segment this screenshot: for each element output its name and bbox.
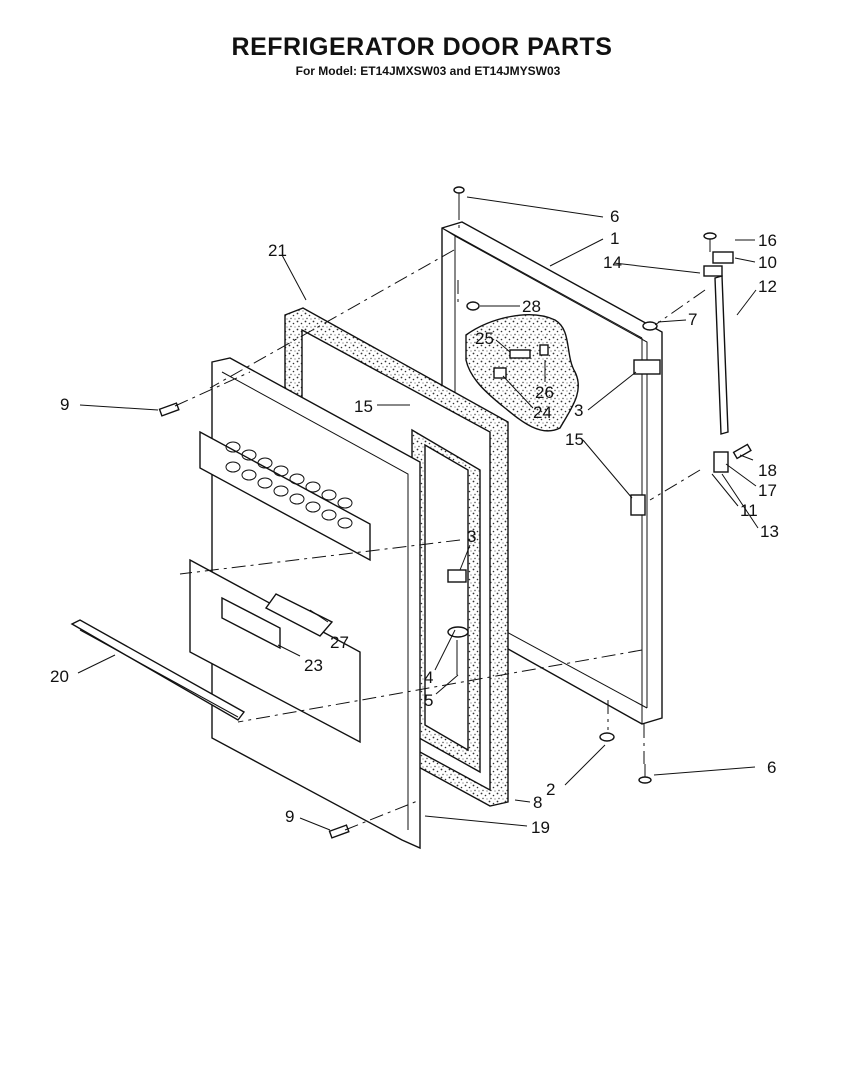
callout-4: 4: [424, 668, 433, 687]
callout-13: 13: [760, 522, 779, 541]
screw-6-top: [453, 186, 465, 206]
door-liner: [189, 357, 421, 850]
callout-27: 27: [330, 633, 349, 652]
plug-7: [642, 321, 658, 331]
screw-18: [732, 443, 752, 460]
hinge-pin-10: [712, 251, 734, 264]
callout-16: 16: [758, 231, 777, 250]
callout-8: 8: [533, 793, 542, 812]
screw-9-lower: [328, 824, 350, 839]
callout-17: 17: [758, 481, 777, 500]
screw-9-upper: [158, 402, 180, 417]
callout-3-right: 3: [574, 401, 583, 420]
cam-parts-24-25-26: [493, 344, 549, 379]
screw-16: [703, 232, 717, 252]
foam-insulation-cutaway: [465, 314, 579, 432]
callout-labels: 6 1 14 16 10 12 7 28 25 26 24 3 15 18 17…: [50, 207, 779, 837]
egg-tray: [225, 441, 353, 529]
diagram-subtitle: For Model: ET14JMXSW03 and ET14JMYSW03: [296, 64, 561, 78]
alignment-lines: [174, 206, 706, 831]
callout-21: 21: [268, 241, 287, 260]
callout-18: 18: [758, 461, 777, 480]
callout-15-left: 15: [354, 397, 373, 416]
callout-5: 5: [424, 691, 433, 710]
callout-9-lower: 9: [285, 807, 294, 826]
leader-lines: [77, 196, 759, 831]
bottom-stop-2: [599, 732, 615, 742]
callout-1: 1: [610, 229, 619, 248]
callout-20: 20: [50, 667, 69, 686]
callout-2: 2: [546, 780, 555, 799]
callout-15-right: 15: [565, 430, 584, 449]
plug-28: [466, 301, 480, 311]
screw-6-bottom: [638, 764, 652, 784]
callout-11: 11: [740, 501, 758, 520]
callout-28: 28: [522, 297, 541, 316]
callout-6-top: 6: [610, 207, 619, 226]
callout-19: 19: [531, 818, 550, 837]
callout-14: 14: [603, 253, 622, 272]
callout-26: 26: [535, 383, 554, 402]
diagram-title: REFRIGERATOR DOOR PARTS: [232, 33, 613, 61]
callout-12: 12: [758, 277, 777, 296]
callout-9-upper: 9: [60, 395, 69, 414]
callout-24: 24: [533, 403, 552, 422]
callout-25: 25: [475, 329, 494, 348]
door-handle-strip: [703, 265, 729, 473]
callout-10: 10: [758, 253, 777, 272]
callout-6-bottom: 6: [767, 758, 776, 777]
callout-7: 7: [688, 310, 697, 329]
hinge-bracket: [630, 359, 661, 516]
callout-3-center: 3: [467, 527, 476, 546]
door-shelf-bar: [70, 619, 246, 721]
callout-23: 23: [304, 656, 323, 675]
